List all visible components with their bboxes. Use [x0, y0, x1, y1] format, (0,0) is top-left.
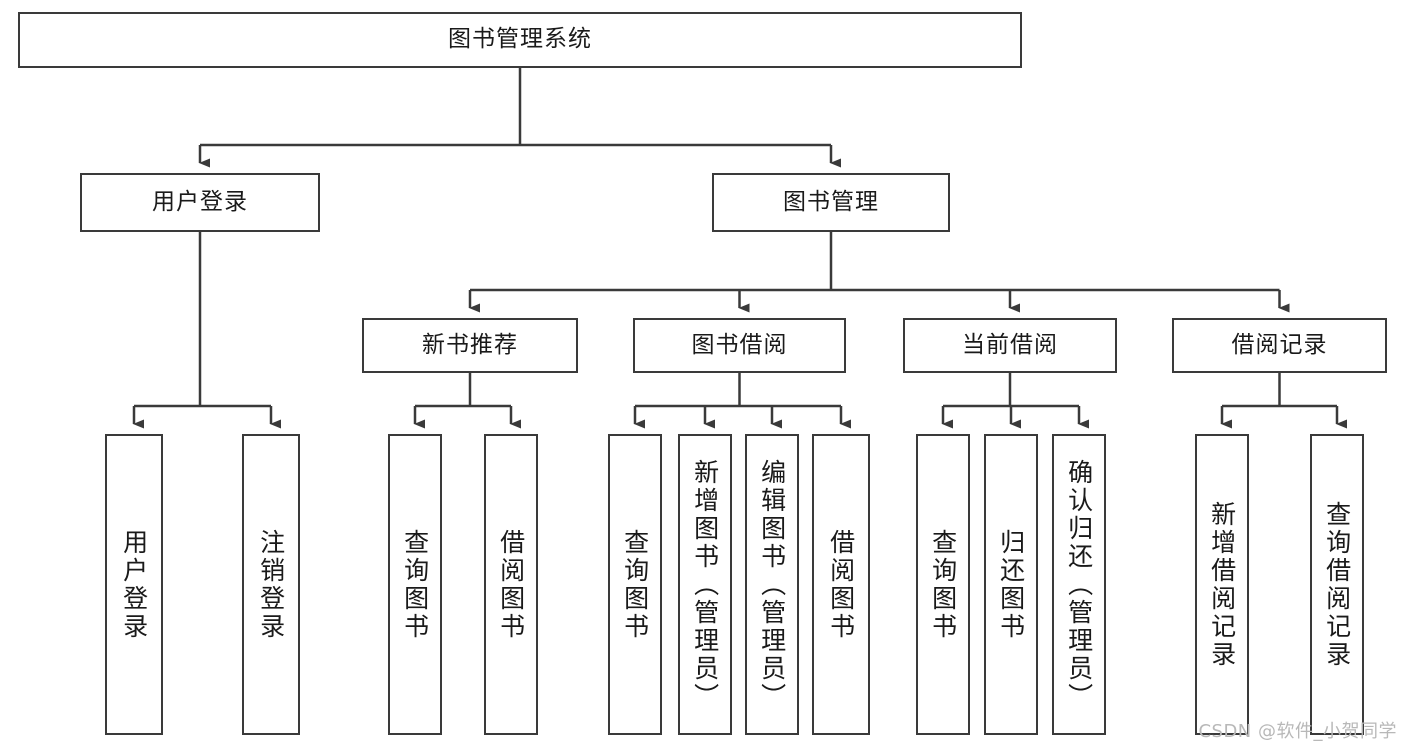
node-b-edit[interactable]: 编辑图书（管理员）: [745, 434, 799, 735]
node-label: 新增图书（管理员）: [690, 458, 720, 711]
node-label: 查询借阅记录: [1322, 500, 1352, 669]
node-label: 用户登录: [119, 528, 149, 641]
node-label: 归还图书: [996, 528, 1026, 641]
node-label: 查询图书: [928, 528, 958, 641]
node-b-lend[interactable]: 借阅图书: [812, 434, 870, 735]
node-label: 图书管理: [783, 188, 879, 215]
node-borrow[interactable]: 图书借阅: [633, 318, 846, 373]
node-label: 图书管理系统: [448, 26, 592, 53]
node-login[interactable]: 用户登录: [80, 173, 320, 232]
node-b-add[interactable]: 新增图书（管理员）: [678, 434, 732, 735]
node-label: 借阅图书: [826, 528, 856, 641]
node-l-login[interactable]: 用户登录: [105, 434, 163, 735]
node-label: 借阅记录: [1231, 331, 1328, 358]
node-newrec[interactable]: 新书推荐: [362, 318, 578, 373]
node-label: 图书借阅: [691, 331, 788, 358]
node-n-query[interactable]: 查询图书: [388, 434, 442, 735]
node-bookmgmt[interactable]: 图书管理: [712, 173, 950, 232]
node-c-return[interactable]: 归还图书: [984, 434, 1038, 735]
node-root[interactable]: 图书管理系统: [18, 12, 1022, 68]
node-label: 用户登录: [152, 188, 248, 215]
node-label: 当前借阅: [962, 331, 1058, 358]
node-c-query[interactable]: 查询图书: [916, 434, 970, 735]
node-label: 确认归还（管理员）: [1064, 458, 1094, 711]
node-h-query[interactable]: 查询借阅记录: [1310, 434, 1364, 735]
node-label: 新书推荐: [422, 331, 518, 358]
node-h-add[interactable]: 新增借阅记录: [1195, 434, 1249, 735]
node-n-borrow[interactable]: 借阅图书: [484, 434, 538, 735]
node-label: 编辑图书（管理员）: [757, 458, 787, 711]
node-l-logout[interactable]: 注销登录: [242, 434, 300, 735]
node-history[interactable]: 借阅记录: [1172, 318, 1387, 373]
node-c-confirm[interactable]: 确认归还（管理员）: [1052, 434, 1106, 735]
node-b-query[interactable]: 查询图书: [608, 434, 662, 735]
node-label: 查询图书: [400, 528, 430, 641]
node-label: 借阅图书: [496, 528, 526, 641]
csdn-watermark: CSDN @软件_小贺同学: [1198, 721, 1397, 742]
node-label: 注销登录: [256, 528, 286, 641]
node-current[interactable]: 当前借阅: [903, 318, 1117, 373]
node-label: 新增借阅记录: [1207, 500, 1237, 669]
node-label: 查询图书: [620, 528, 650, 641]
